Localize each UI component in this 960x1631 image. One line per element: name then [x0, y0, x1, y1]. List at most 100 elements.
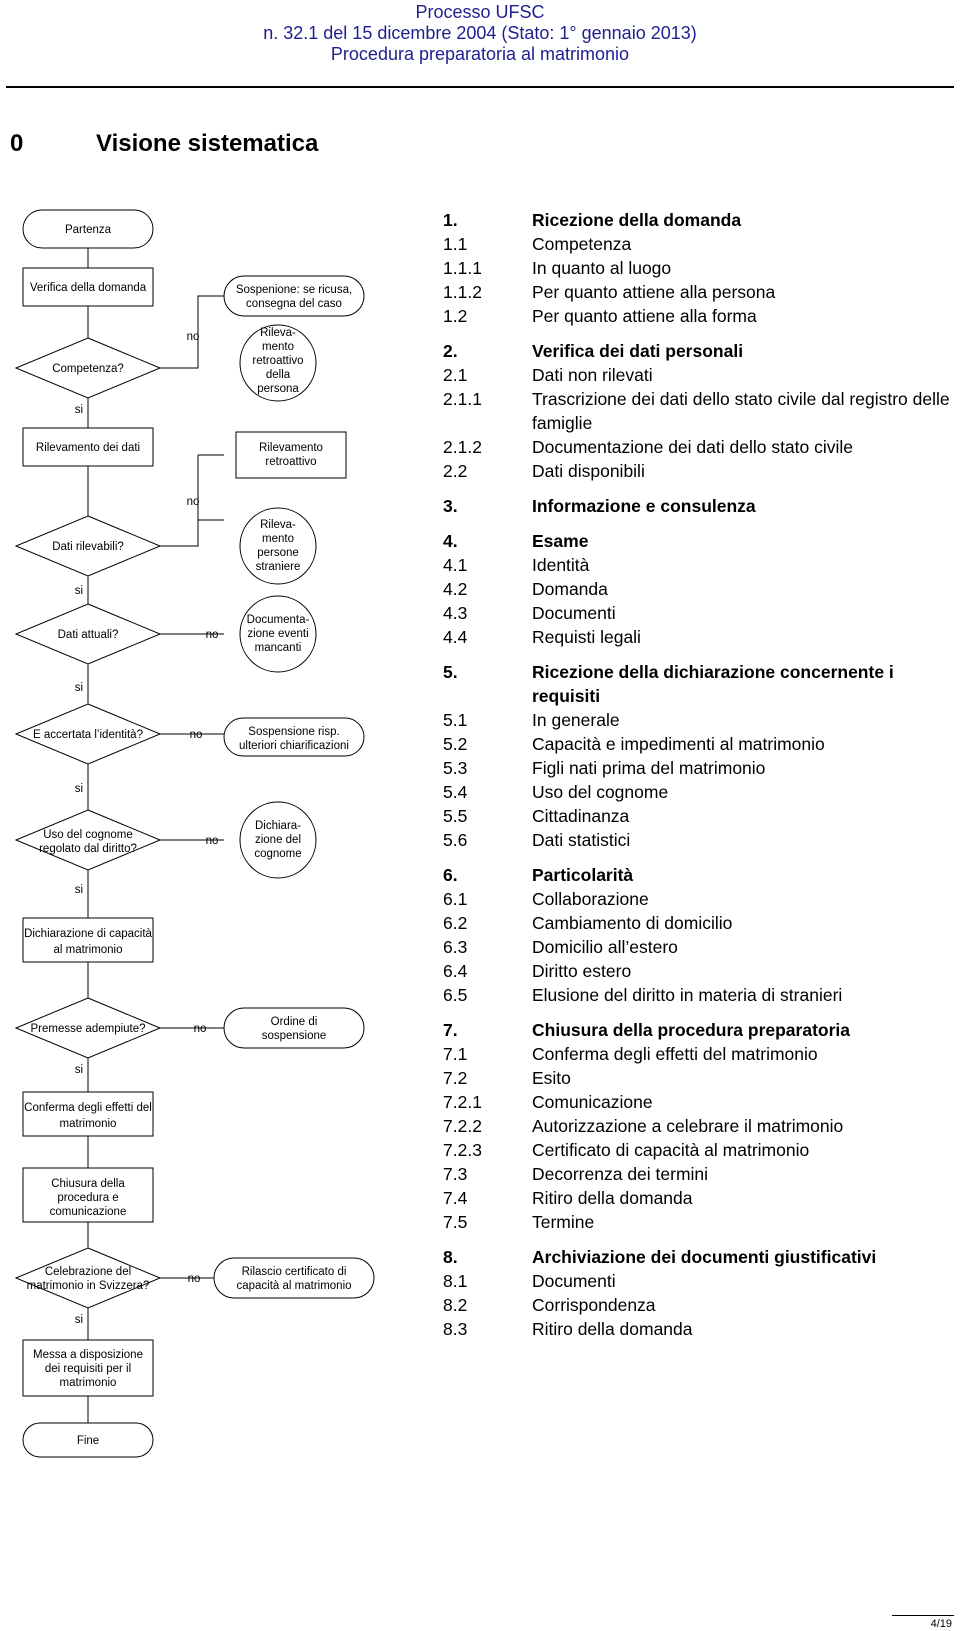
missing-label-1: Documenta- — [247, 614, 310, 626]
toc-number: 4.1 — [443, 555, 468, 575]
toc-title: Domanda — [532, 579, 608, 599]
toc-number: 1. — [443, 210, 458, 230]
capacity-label-1: Dichiarazione di capacità — [24, 928, 152, 940]
surname-decl-label-2: zione del — [255, 834, 301, 846]
close-label-3: comunicazione — [50, 1206, 127, 1218]
toc-title: Dati disponibili — [532, 461, 645, 481]
provide-label-3: matrimonio — [60, 1377, 117, 1389]
competence-label: Competenza? — [52, 363, 124, 375]
provide-label-2: dei requisiti per il — [45, 1363, 131, 1375]
header-subject: Procedura preparatoria al matrimonio — [330, 44, 630, 64]
toc-title: Ritiro della domanda — [532, 1188, 693, 1208]
toc-number: 6.2 — [443, 913, 468, 933]
header-rule — [6, 86, 954, 88]
yes-label: si — [75, 1314, 83, 1326]
yes-label: si — [75, 1064, 83, 1076]
header-reference: n. 32.1 del 15 dicembre 2004 (Stato: 1° … — [263, 23, 697, 43]
toc-title: Cittadinanza — [532, 806, 630, 826]
retro-person-node — [239, 324, 317, 402]
surname-label-1: Uso del cognome — [43, 829, 133, 841]
toc-title: In quanto al luogo — [532, 258, 672, 278]
confirm-label-1: Conferma degli effetti del — [24, 1102, 152, 1114]
no-label: no — [188, 1273, 201, 1285]
toc-number: 5.2 — [443, 734, 468, 754]
certificate-node — [213, 1257, 375, 1299]
foreign-label-4: straniere — [256, 561, 301, 573]
toc-number: 4.4 — [443, 627, 468, 647]
toc-entry: 4.Esame — [443, 529, 953, 553]
celebration-decision — [14, 1247, 162, 1309]
toc-number: 1.2 — [443, 306, 468, 326]
toc-gap — [443, 649, 953, 660]
toc-title: Per quanto attiene alla forma — [532, 306, 757, 326]
celebration-label-1: Celebrazione del — [45, 1266, 131, 1278]
toc-title: Figli nati prima del matrimonio — [532, 758, 766, 778]
toc-number: 7. — [443, 1020, 458, 1040]
capacity-label-2: al matrimonio — [53, 944, 122, 956]
provide-node — [22, 1339, 154, 1397]
certificate-label-2: capacità al matrimonio — [236, 1280, 351, 1292]
celebration-label-2: matrimonio in Svizzera? — [27, 1280, 150, 1292]
toc-entry: 7.4 Ritiro della domanda — [443, 1186, 953, 1210]
no-label: no — [206, 629, 219, 641]
retro-label-2: retroattivo — [265, 456, 316, 468]
toc-number: 2.1 — [443, 365, 468, 385]
surname-label-2: regolato dal diritto? — [39, 843, 137, 855]
toc-number: 1.1 — [443, 234, 468, 254]
document-header: Processo UFSC n. 32.1 del 15 dicembre 20… — [0, 2, 960, 65]
toc-number: 6.4 — [443, 961, 468, 981]
foreign-label-1: Rileva- — [260, 519, 296, 531]
surname-decl-node — [239, 801, 317, 879]
order-node — [223, 1007, 365, 1049]
toc-title: Termine — [532, 1212, 595, 1232]
premises-label: Premesse adempiute? — [30, 1023, 145, 1035]
surname-decl-label-1: Dichiara- — [255, 820, 301, 832]
toc-title: Documentazione dei dati dello stato civi… — [532, 437, 854, 457]
clarify-node — [223, 717, 365, 757]
toc-title: Requisti legali — [532, 627, 641, 647]
no-label: no — [190, 729, 203, 741]
toc-number: 2.1.2 — [443, 437, 482, 457]
clarify-label-1: Sospensione risp. — [248, 726, 339, 738]
toc-title: Corrispondenza — [532, 1295, 656, 1315]
toc-entry: 2.1.2 Documentazione dei dati dello stato… — [443, 435, 953, 459]
retro-person-label-4: della — [266, 369, 291, 381]
order-label-1: Ordine di — [271, 1016, 318, 1028]
foreign-label-3: persone — [257, 547, 299, 559]
toc-entry: 1.Ricezione della domanda — [443, 208, 953, 232]
end-node — [22, 1422, 154, 1458]
toc-title: Ritiro della domanda — [532, 1319, 693, 1339]
header-title: Processo UFSC — [415, 2, 545, 22]
toc-number: 8.2 — [443, 1295, 468, 1315]
surname-decision — [14, 809, 162, 871]
yes-label: si — [75, 585, 83, 597]
toc-number: 4.2 — [443, 579, 468, 599]
toc-title: Chiusura della procedura preparatoria — [532, 1020, 851, 1040]
surname-decl-label-3: cognome — [254, 848, 301, 860]
toc-title: Certificato di capacità al matrimonio — [532, 1140, 810, 1160]
toc-title: In generale — [532, 710, 620, 730]
toc-title: Competenza — [532, 234, 632, 254]
toc-entry: 3.Informazione e consulenza — [443, 494, 953, 518]
suspension-label-1: Sospenione: se ricusa, — [236, 284, 352, 296]
competence-no-connector — [160, 295, 224, 369]
toc-number: 7.1 — [443, 1044, 468, 1064]
toc-number: 7.4 — [443, 1188, 468, 1208]
toc-title: Documenti — [532, 1271, 616, 1291]
no-label: no — [194, 1023, 207, 1035]
toc-number: 7.2.1 — [443, 1092, 482, 1112]
yes-label: si — [75, 783, 83, 795]
